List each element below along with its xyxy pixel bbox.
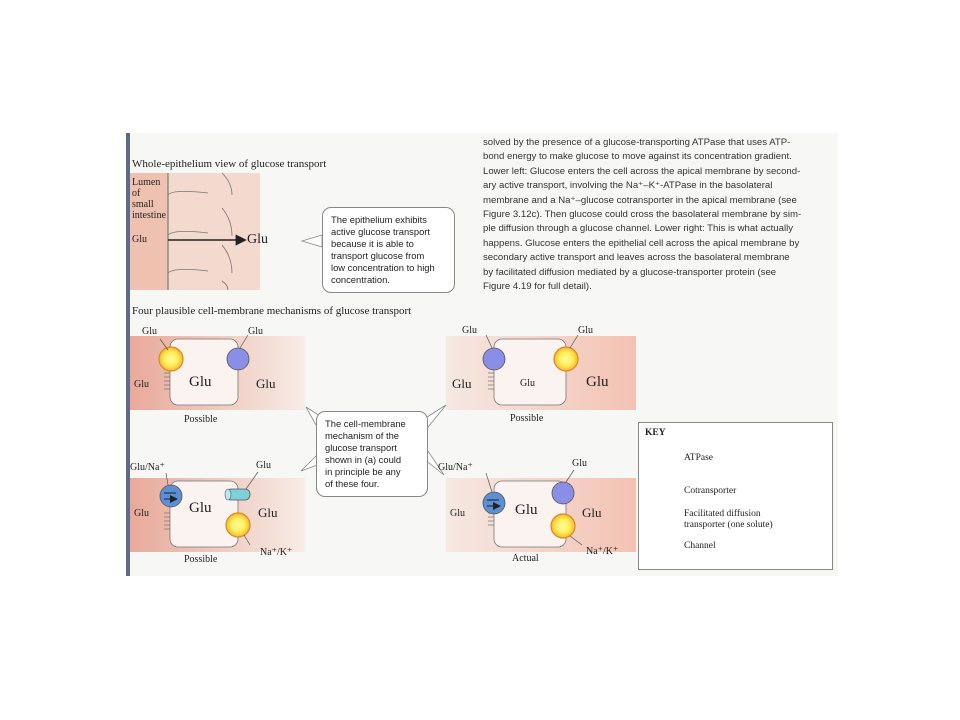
bl-bottom-right: Na⁺/K⁺ (260, 547, 293, 558)
bl-top-right: Glu (256, 460, 271, 471)
br-top-left: Glu/Na⁺ (438, 462, 473, 473)
br-mid-right: Glu (582, 505, 602, 520)
epithelium-glu-right: Glu (247, 232, 268, 247)
channel-bl (224, 488, 251, 501)
cotransporter-bl (159, 484, 182, 508)
panel-bl-bg (130, 478, 305, 552)
callout1-line: transport glucose from (331, 250, 425, 261)
key-atpase: ATPase (684, 453, 714, 463)
whole-epithelium-title: Whole-epithelium view of glucose transpo… (132, 158, 327, 170)
atpase-br (550, 513, 576, 539)
lumen-label-0: Lumen (132, 177, 161, 188)
facilitated-br (551, 481, 575, 505)
lumen-label-3: intestine (132, 210, 166, 221)
br-bottom-right: Na⁺/K⁺ (586, 546, 619, 557)
facilitated-tl (226, 347, 250, 371)
key-facilitated-1: Facilitated diffusion (684, 509, 761, 519)
key-title: KEY (645, 428, 666, 438)
tl-mid-left: Glu (134, 379, 149, 390)
lumen-label-2: small (132, 199, 154, 210)
callout2-line: mechanism of the (325, 430, 399, 441)
page-edge (126, 133, 130, 576)
textbook-page: Whole-epithelium view of glucose transpo… (126, 133, 838, 576)
callout2-line: glucose transport (325, 442, 397, 453)
tl-caption: Possible (184, 414, 218, 425)
lumen-label-1: of (132, 188, 141, 199)
br-mid-left: Glu (450, 508, 465, 519)
panel-tl-bg (130, 336, 305, 410)
callout2-line: The cell-membrane (325, 418, 406, 429)
tr-top-left: Glu (462, 325, 477, 336)
callout2-pointers (300, 404, 447, 476)
diagram-graphics (130, 172, 673, 552)
callout2-line: of these four. (325, 478, 380, 489)
bl-mid-left: Glu (134, 508, 149, 519)
callout1-line: because it is able to (331, 238, 414, 249)
atpase-bl (225, 512, 251, 538)
leader-lines (159, 334, 583, 546)
body-paragraph: solved by the presence of a glucose-tran… (483, 136, 835, 294)
body-line: Lower left: Glucose enters the cell acro… (483, 165, 801, 177)
tr-caption: Possible (510, 413, 544, 424)
body-line: Figure 3.12c). Then glucose could cross … (483, 209, 802, 221)
callout-epithelium: The epithelium exhibits active glucose t… (322, 207, 455, 293)
facilitated-tr (482, 347, 506, 371)
body-line: by facilitated diffusion mediated by a g… (483, 266, 777, 278)
callout1-line: concentration. (331, 274, 390, 285)
epithelium-strip (130, 172, 260, 291)
body-line: happens. Glucose enters the epithelial c… (483, 237, 800, 249)
callout-mechanism: The cell-membrane mechanism of the gluco… (316, 411, 428, 497)
panel-tr-bg (446, 336, 636, 410)
body-line: solved by the presence of a glucose-tran… (483, 137, 791, 148)
key-facilitated-2: transporter (one solute) (684, 520, 773, 530)
epithelium-glu-left: Glu (132, 234, 147, 245)
panel-br-bg (446, 478, 636, 552)
atpase-tr (553, 346, 579, 372)
callout1-pointer (300, 234, 323, 248)
atpase-tl (158, 346, 184, 372)
callout2-line: shown in (a) could (325, 454, 402, 465)
bl-top-left: Glu/Na⁺ (130, 462, 165, 473)
body-line: secondary active transport and leaves ac… (483, 252, 790, 264)
br-caption: Actual (512, 553, 539, 564)
key-cotransporter: Cotransporter (684, 486, 737, 496)
body-line: ple diffusion through a glucose channel.… (483, 223, 794, 235)
key-box: KEY ATPase Cotransporter Facilitated dif… (638, 422, 833, 570)
tl-mid-right: Glu (256, 376, 276, 391)
cotransporter-br (482, 491, 505, 515)
br-top-right: Glu (572, 458, 587, 469)
tr-center: Glu (520, 378, 535, 389)
body-line: bond energy to make glucose to move agai… (483, 151, 792, 163)
body-line: membrane and a Na⁺–glucose cotransporter… (483, 194, 797, 206)
tl-top-left: Glu (142, 326, 157, 337)
tr-top-right: Glu (578, 325, 593, 336)
tl-center: Glu (189, 374, 212, 390)
callout1-line: low concentration to high (331, 262, 435, 273)
callout1-line: The epithelium exhibits (331, 214, 427, 225)
br-center: Glu (515, 502, 538, 518)
tr-mid-left: Glu (452, 376, 472, 391)
key-channel: Channel (684, 541, 716, 551)
bl-center: Glu (189, 500, 212, 516)
tl-top-right: Glu (248, 326, 263, 337)
callout1-line: active glucose transport (331, 226, 431, 237)
tr-mid-right: Glu (586, 374, 609, 390)
four-mechanisms-title: Four plausible cell-membrane mechanisms … (132, 305, 412, 317)
microvilli (164, 372, 494, 530)
bl-mid-right: Glu (258, 505, 278, 520)
body-line: ary active transport, involving the Na⁺–… (483, 180, 773, 192)
bl-caption: Possible (184, 554, 218, 565)
callout2-line: in principle be any (325, 466, 401, 477)
body-line: Figure 4.19 for full detail). (483, 281, 592, 293)
